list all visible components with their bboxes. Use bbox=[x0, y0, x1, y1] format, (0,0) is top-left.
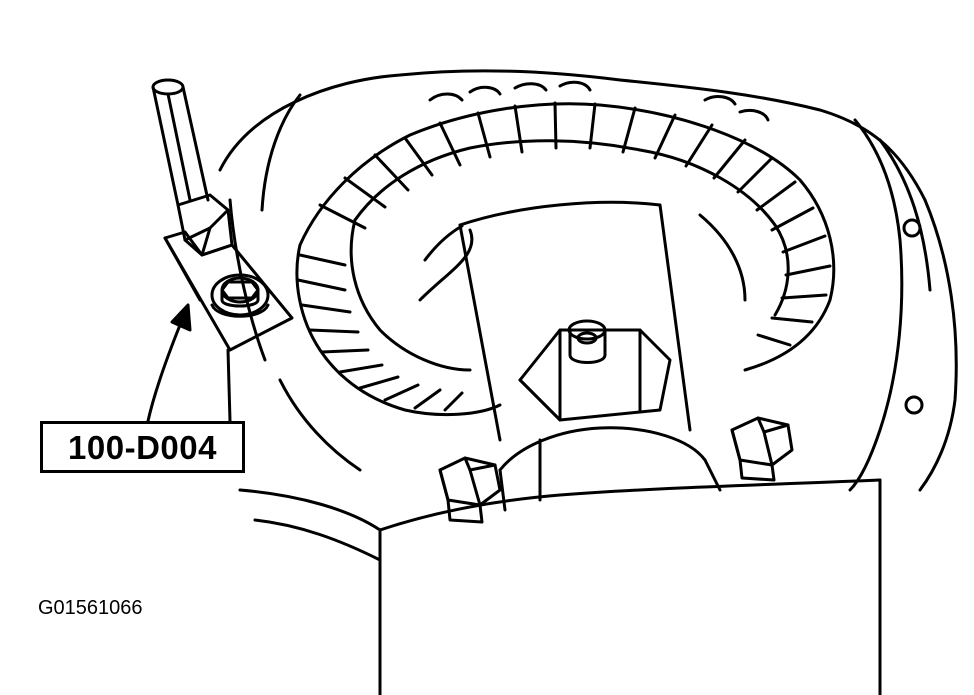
tool-number-callout: 100-D004 bbox=[40, 421, 245, 473]
special-tool-100-d004 bbox=[151, 78, 294, 352]
left-bolt bbox=[438, 456, 502, 524]
differential-case bbox=[418, 200, 747, 442]
ring-gear bbox=[295, 80, 836, 417]
bearing-cap bbox=[378, 426, 882, 695]
right-bolt bbox=[730, 416, 794, 482]
figure-id: G01561066 bbox=[38, 597, 143, 619]
housing-outline bbox=[218, 69, 958, 562]
tool-number-label: 100-D004 bbox=[68, 428, 217, 466]
callout-arrow bbox=[146, 303, 232, 423]
